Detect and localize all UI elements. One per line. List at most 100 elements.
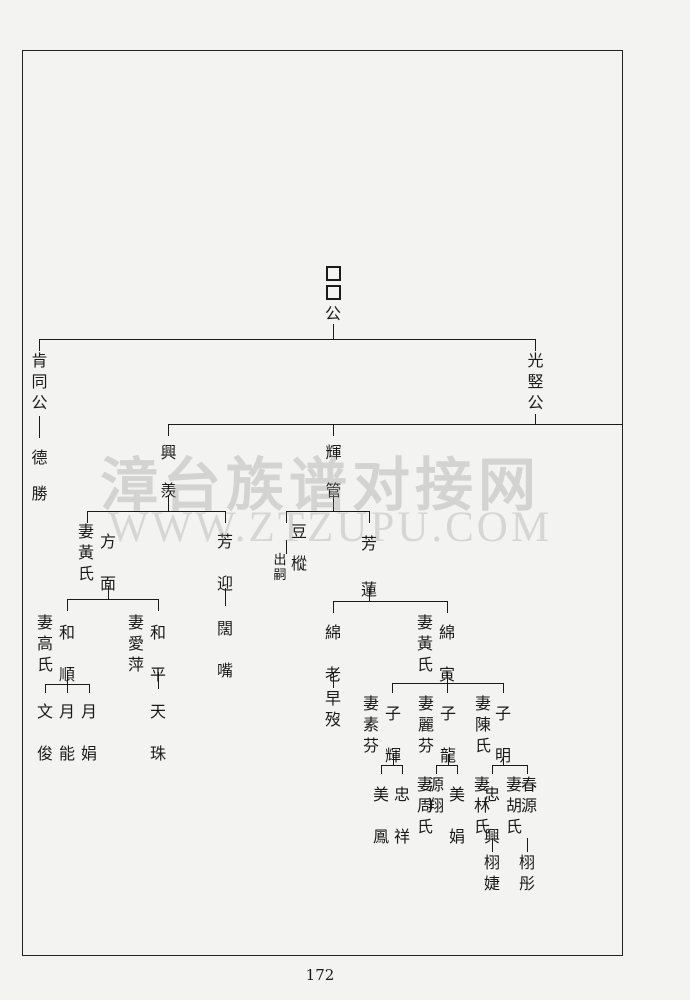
connector-line xyxy=(369,588,370,601)
root-name: 公 xyxy=(324,304,341,323)
connector-line xyxy=(381,765,403,766)
connector-line xyxy=(87,511,88,523)
wife-huang-2: 妻黃氏 xyxy=(416,613,433,674)
person-fangmian: 方面 xyxy=(99,532,116,593)
connector-line xyxy=(527,838,528,852)
person-heshun: 和順 xyxy=(58,623,75,684)
note-chusi: 出嗣 xyxy=(273,553,287,583)
connector-line xyxy=(492,765,493,774)
unknown-character-box xyxy=(326,266,341,281)
connector-line xyxy=(333,495,334,511)
wife-gao: 妻高氏 xyxy=(36,613,53,674)
connector-line xyxy=(447,683,448,693)
connector-line xyxy=(448,754,449,765)
connector-line xyxy=(225,511,226,523)
connector-line xyxy=(168,495,169,511)
wife-huang: 妻黃氏 xyxy=(77,522,94,583)
person-huiguan: 輝管 xyxy=(325,443,342,500)
person-mianyin: 綿寅 xyxy=(438,623,455,684)
connector-line xyxy=(333,601,447,602)
person-ziming: 子明 xyxy=(494,704,511,765)
person-tianzhu: 天珠 xyxy=(149,702,166,763)
person-guangshu: 光竪公 xyxy=(527,351,544,412)
person-zhongxiang: 忠祥 xyxy=(393,785,410,846)
wife-hu: 妻胡氏 xyxy=(505,775,522,836)
connector-line xyxy=(457,765,458,774)
person-cong: 樅 xyxy=(290,554,307,573)
connector-line xyxy=(333,672,334,688)
person-yuejuan: 月娟 xyxy=(80,702,97,763)
connector-line xyxy=(392,683,393,693)
connector-line xyxy=(503,683,504,693)
connector-line xyxy=(67,599,158,600)
connector-line xyxy=(402,765,403,774)
person-mianlao: 綿老 xyxy=(324,623,341,684)
wife-lifen: 妻麗芬 xyxy=(417,694,434,755)
connector-line xyxy=(333,601,334,613)
connector-line xyxy=(447,672,448,683)
connector-line xyxy=(286,540,287,554)
connector-line xyxy=(225,588,226,606)
person-chunyuan: 春源 xyxy=(520,775,537,815)
connector-line xyxy=(393,754,394,765)
person-yuanxiang: 源翔 xyxy=(427,775,444,815)
connector-line xyxy=(369,511,370,523)
person-desheng: 德勝 xyxy=(31,448,48,503)
wife-aiping: 妻愛萍 xyxy=(127,613,144,674)
person-xingxian: 興羨 xyxy=(160,443,177,500)
wife-lin: 妻林氏 xyxy=(473,775,490,836)
connector-line xyxy=(333,324,334,340)
page-frame xyxy=(22,50,623,956)
connector-line xyxy=(67,684,68,693)
connector-line xyxy=(168,424,623,425)
person-heping: 和平 xyxy=(149,623,166,684)
person-fanglian: 芳蓮 xyxy=(360,534,377,599)
person-kuozui: 闊嘴 xyxy=(216,619,233,680)
connector-line xyxy=(436,765,458,766)
connector-line xyxy=(168,424,169,436)
person-xujie: 栩婕 xyxy=(483,853,500,893)
connector-line xyxy=(447,601,448,613)
person-meijuan: 美娟 xyxy=(448,785,465,846)
connector-line xyxy=(436,765,437,774)
person-zilong: 子龍 xyxy=(439,704,456,765)
connector-line xyxy=(67,672,68,684)
person-zhongxing: 忠興 xyxy=(483,785,500,846)
connector-line xyxy=(527,765,528,774)
connector-line xyxy=(158,672,159,689)
watermark-chinese: 漳台族谱对接网 xyxy=(100,451,542,519)
wife-chen: 妻陳氏 xyxy=(474,694,491,755)
connector-line xyxy=(67,599,68,611)
connector-line xyxy=(158,599,159,611)
connector-line xyxy=(39,339,535,340)
unknown-character-box xyxy=(326,285,341,300)
connector-line xyxy=(503,754,504,765)
wife-sufen: 妻素芬 xyxy=(362,694,379,755)
connector-line xyxy=(108,586,109,599)
person-zihui: 子輝 xyxy=(384,704,401,765)
watermark-url: WWW.ZTZUPU.COM xyxy=(108,504,553,551)
person-fangying: 芳迎 xyxy=(216,532,233,593)
connector-line xyxy=(535,414,536,425)
connector-line xyxy=(89,684,90,693)
connector-line xyxy=(535,339,536,351)
connector-line xyxy=(492,838,493,852)
connector-line xyxy=(492,765,528,766)
person-xutong: 栩彤 xyxy=(518,853,535,893)
wife-zhou: 妻周氏 xyxy=(416,775,433,836)
connector-line xyxy=(39,339,40,351)
connector-line xyxy=(286,511,369,512)
connector-line xyxy=(45,684,46,693)
person-kentong: 肯同公 xyxy=(31,351,48,412)
connector-line xyxy=(39,416,40,438)
note-zaomo: 早歿 xyxy=(324,689,341,729)
person-meifeng: 美鳳 xyxy=(372,785,389,846)
connector-line xyxy=(286,511,287,523)
person-dou: 豆 xyxy=(290,522,307,541)
connector-line xyxy=(392,683,504,684)
connector-line xyxy=(381,765,382,774)
page-number: 172 xyxy=(305,966,335,984)
connector-line xyxy=(87,511,225,512)
person-yueneng: 月能 xyxy=(58,702,75,763)
person-wenjun: 文俊 xyxy=(36,702,53,763)
